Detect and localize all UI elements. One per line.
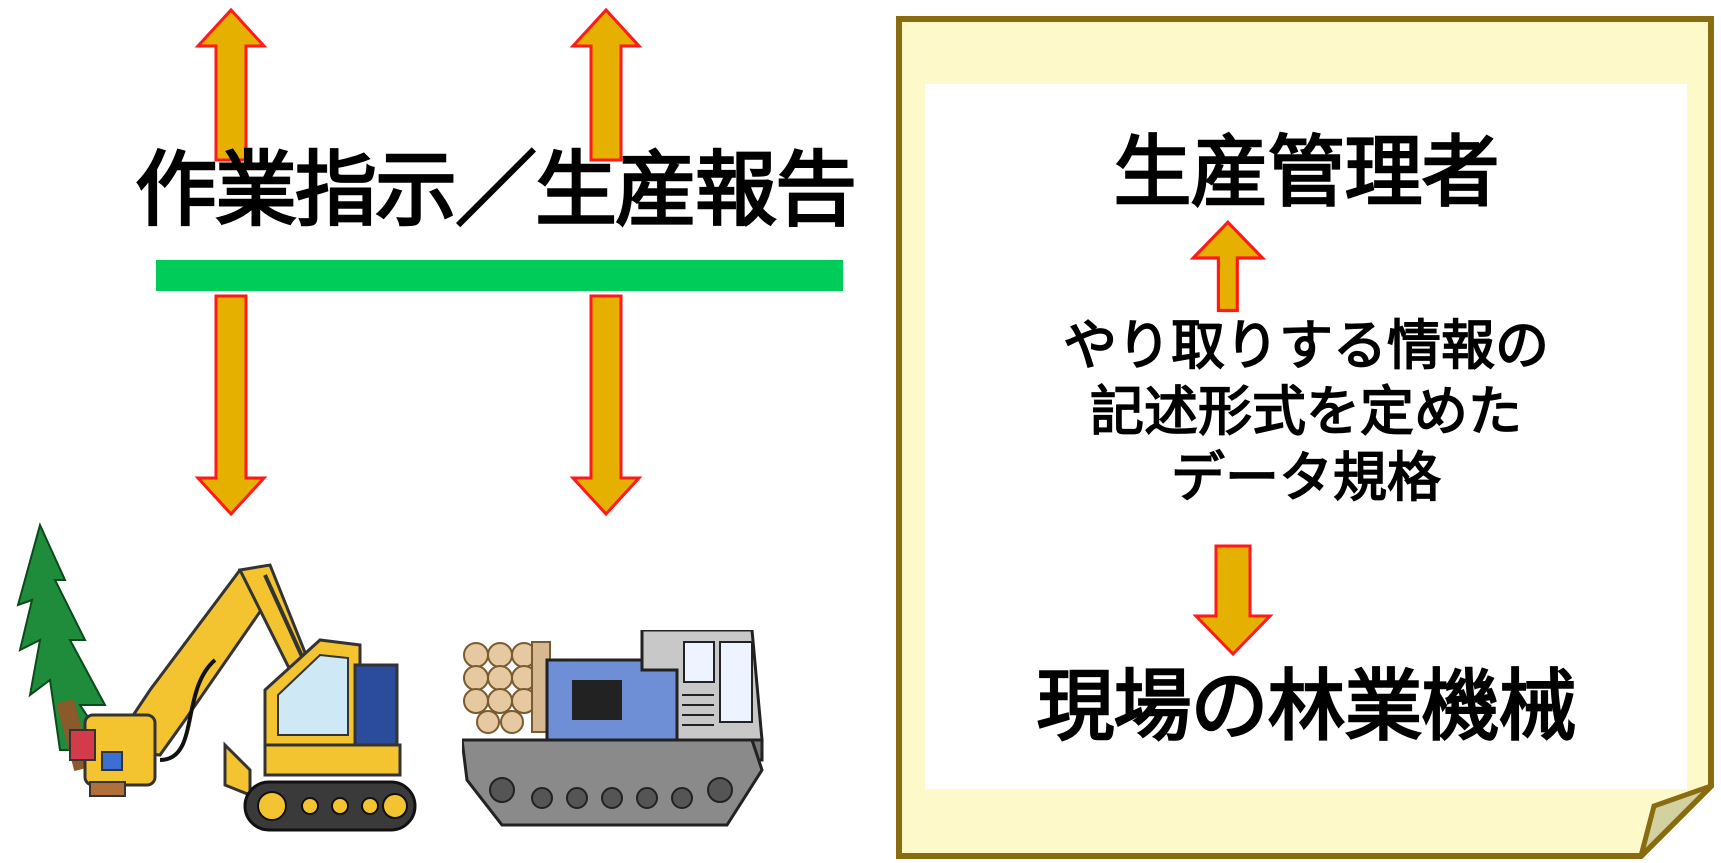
description-line: データ規格 [1171, 445, 1441, 509]
description-line: やり取りする情報の [1063, 314, 1549, 377]
folded-corner [1637, 783, 1713, 859]
note-content-area [925, 84, 1687, 789]
up-arrow-right [569, 7, 643, 162]
down-arrow-left [194, 294, 268, 517]
arrows-layer [194, 7, 643, 517]
harvester-icon [16, 522, 417, 832]
exchange-heading: 作業指示／生産報告 [134, 143, 857, 238]
note-up-arrow [1189, 220, 1267, 313]
description-line: 記述形式を定めた [1090, 379, 1522, 443]
down-arrow-right [569, 294, 643, 517]
forwarder-icon [462, 630, 764, 827]
up-arrow-left [194, 7, 268, 162]
data-standard-description: やり取りする情報の 記述形式を定めた データ規格 [925, 313, 1687, 511]
note-down-arrow [1192, 544, 1274, 656]
forestry-machinery-label: 現場の林業機械 [1036, 662, 1576, 752]
data-standard-bar [156, 260, 843, 291]
production-manager-label: 生産管理者 [1113, 128, 1499, 218]
note-arrows [1189, 220, 1274, 656]
